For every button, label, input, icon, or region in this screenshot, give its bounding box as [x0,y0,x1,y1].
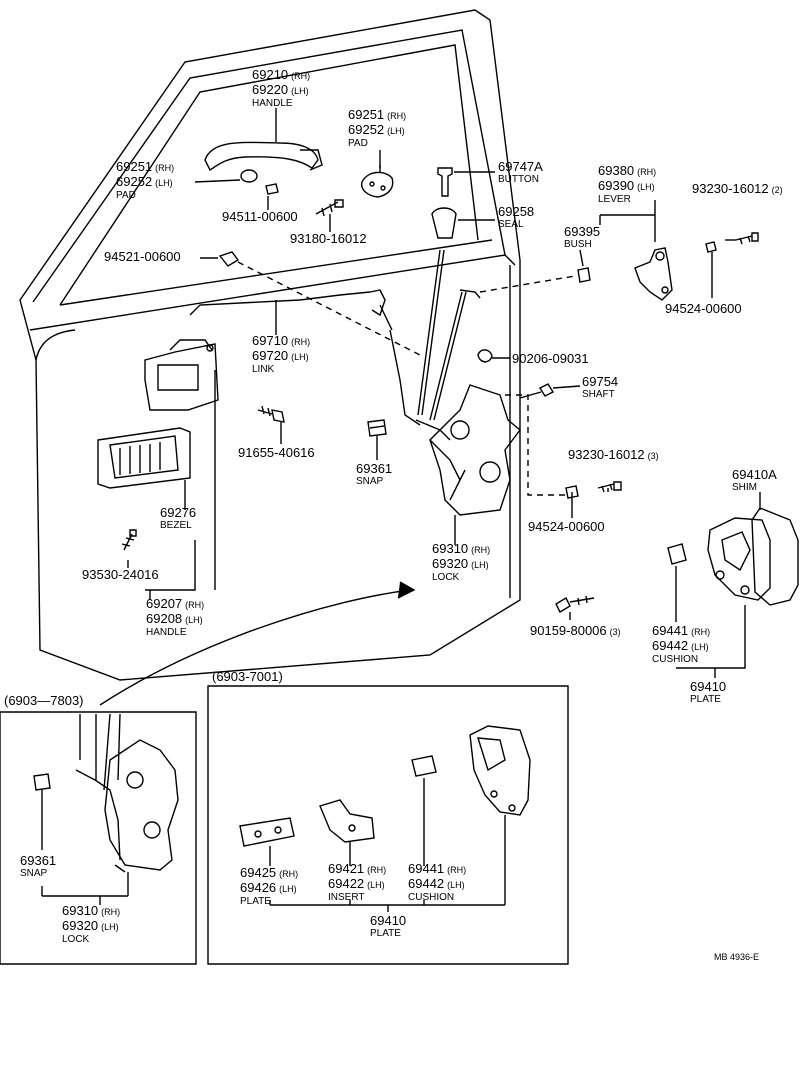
label-snap-main: 69361 SNAP [356,461,393,488]
label-bezel: 69276 BEZEL [160,505,197,532]
label-nut-94521: 94521-00600 [104,249,181,264]
leader-lines [268,108,736,620]
label-shaft: 69754 SHAFT [582,374,619,401]
label-bolt-90159: 90159-80006(3) [530,623,621,638]
footer-code: MB 4936-E [714,952,760,962]
label-outer-handle: 69210(RH) 69220(LH) HANDLE [252,67,311,110]
label-pad-top: 69251(RH) 69252(LH) PAD [348,107,407,150]
label-inset-plate: 69410 PLATE [370,913,407,940]
label-inset-plate-small: 69425(RH) 69426(LH) PLATE [240,865,299,908]
label-lock-main: 69310(RH) 69320(LH) LOCK [432,541,491,584]
label-clip-90206: 90206-09031 [512,351,589,366]
inset-box-left [0,712,196,964]
snap-drawing [368,420,386,460]
inset-right-parts-drawing [240,726,530,912]
striker-plate-drawing [668,492,798,678]
label-shim: 69410A SHIM [732,467,777,494]
label-screw-91655: 91655-40616 [238,445,315,460]
inset-right-title: (6903-7001) [212,669,283,684]
label-nut-94524-top: 94524-00600 [665,301,742,316]
reference-arrow [100,590,410,705]
label-screw-93530: 93530-24016 [82,567,159,582]
label-cushion-main: 69441(RH) 69442(LH) CUSHION [652,623,711,666]
inset-box-right [208,686,568,964]
lever-drawing [480,215,758,300]
label-inset-snap: 69361 SNAP [20,853,57,880]
inner-handle-drawing [145,340,284,590]
label-lever: 69380(RH) 69390(LH) LEVER [598,163,657,206]
inset-left-lock-drawing [34,714,178,905]
label-inset-cushion: 69441(RH) 69442(LH) CUSHION [408,861,467,904]
label-inset-lock: 69310(RH) 69320(LH) LOCK [62,903,121,946]
lock-assembly-drawing [390,250,621,612]
arrowhead [398,582,414,598]
label-bolt-93230-3: 93230-16012(3) [568,447,659,462]
label-nut-94511: 94511-00600 [222,209,298,224]
label-seal: 69258 SEAL [498,204,535,231]
door-outline [20,10,520,680]
inset-left-title: (6903—7803) [4,693,84,708]
label-bolt-top-right: 93230-16012(2) [692,181,783,196]
label-nut-94524-bottom: 94524-00600 [528,519,605,534]
label-handle-inner: 69207(RH) 69208(LH) HANDLE [146,596,205,639]
outer-handle-drawing [195,142,322,182]
link-rod-drawing [190,290,392,335]
label-screw-93180: 93180-16012 [290,231,367,246]
label-bush: 69395 BUSH [564,224,601,251]
label-link: 69710(RH) 69720(LH) LINK [252,333,311,376]
hardware-drawings [200,168,495,355]
label-button: 69747A BUTTON [498,159,543,186]
bezel-drawing [98,428,195,600]
pad-drawing [362,165,393,197]
label-pad-left: 69251(RH) 69252(LH) PAD [116,159,175,202]
label-plate-main: 69410 PLATE [690,679,727,706]
label-inset-insert: 69421(RH) 69422(LH) INSERT [328,861,387,904]
